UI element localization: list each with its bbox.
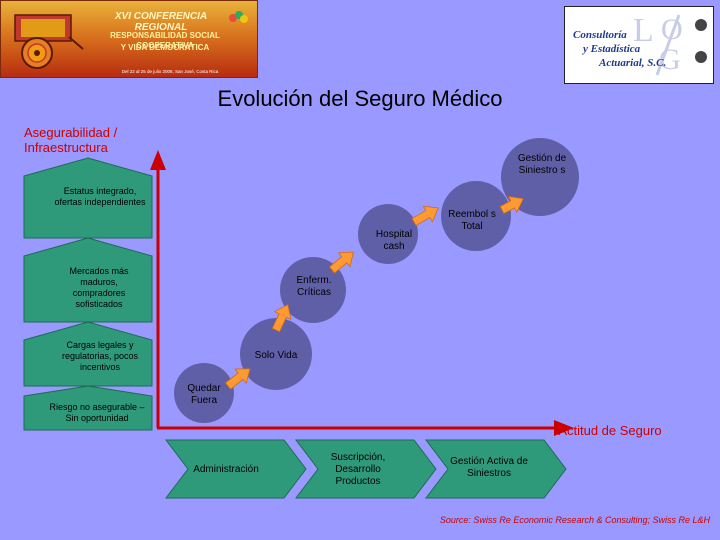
bottom-step-shape-2: [294, 439, 437, 499]
banner-subtitle-1: RESPONSABILIDAD SOCIAL COOPERATIVA: [110, 31, 220, 50]
circle-label-hospital-cash: Hospital cash: [375, 229, 413, 252]
circle-hospital-cash: [358, 204, 418, 264]
circle-label-quedar-fuera: Quedar Fuera: [187, 383, 221, 406]
company-logo: L O G Consultoría y Estadística Actuaria…: [564, 6, 714, 84]
y-axis-arrowhead: [150, 150, 166, 170]
bottom-step-shape-3: [424, 439, 567, 499]
circle-label-solo-vida: Solo Vida: [254, 350, 298, 361]
x-axis-arrowhead: [554, 420, 574, 436]
left-step-shape-2: [23, 237, 153, 323]
banner-title: XVI CONFERENCIA REGIONAL: [114, 11, 208, 33]
circle-enferm-criticas: [280, 257, 346, 323]
logo-mark-icon: L O G: [633, 12, 707, 76]
banner-date: Del 22 al 25 de julio 2008, San José, Co…: [121, 69, 219, 74]
bottom-step-3-label: Gestión Activa de Siniestros: [450, 456, 528, 479]
arrow-5: [499, 195, 524, 215]
left-step-4-label: Riesgo no asegurable – Sin oportunidad: [49, 402, 145, 423]
oxcart-icon: [14, 14, 84, 69]
logo-line-3: Actuarial, S.C.: [599, 57, 667, 69]
arrow-2: [271, 304, 292, 333]
x-axis-label: Actitud de Seguro: [558, 423, 662, 438]
left-step-shape-4: [23, 385, 153, 431]
left-step-1-label: Estatus integrado, ofertas independiente…: [54, 186, 146, 207]
circle-label-reembols-total: Reembol s Total: [448, 209, 496, 232]
arrow-3: [328, 251, 354, 274]
arrow-4: [411, 205, 439, 227]
conference-banner: XVI CONFERENCIA REGIONAL RESPONSABILIDAD…: [0, 0, 258, 78]
circle-label-enferm-criticas: Enferm. Críticas: [296, 275, 332, 298]
bottom-step-shape-1: [164, 439, 307, 499]
arrow-1: [224, 368, 251, 390]
circle-quedar-fuera: [174, 363, 234, 423]
circle-solo-vida: [240, 318, 312, 390]
logo-line-1: Consultoría: [573, 29, 627, 41]
page-title: Evolución del Seguro Médico: [217, 86, 503, 111]
logo-line-2: y Estadística: [583, 43, 641, 55]
circle-gestion-siniestros: [501, 138, 579, 216]
source-note: Source: Swiss Re Economic Research & Con…: [439, 515, 710, 525]
left-step-2-label: Mercados más maduros, compradores sofist…: [69, 266, 129, 309]
circle-label-gestion-siniestros: Gestión de Siniestro s: [517, 153, 567, 176]
y-axis-label: Asegurabilidad / Infraestructura: [24, 125, 118, 155]
svg-text:L: L: [633, 12, 654, 49]
left-step-3-label: Cargas legales y regulatorias, pocos inc…: [61, 340, 139, 372]
banner-subtitle-2: Y VIDA DEMOCRÁTICA: [120, 43, 210, 52]
left-step-shape-1: [23, 157, 153, 239]
left-step-shape-3: [23, 321, 153, 387]
circle-reembols-total: [441, 181, 511, 251]
flower-icon: [229, 11, 248, 23]
bottom-step-1-label: Administración: [193, 464, 259, 475]
bottom-step-2-label: Suscripción, Desarrollo Productos: [330, 452, 386, 487]
